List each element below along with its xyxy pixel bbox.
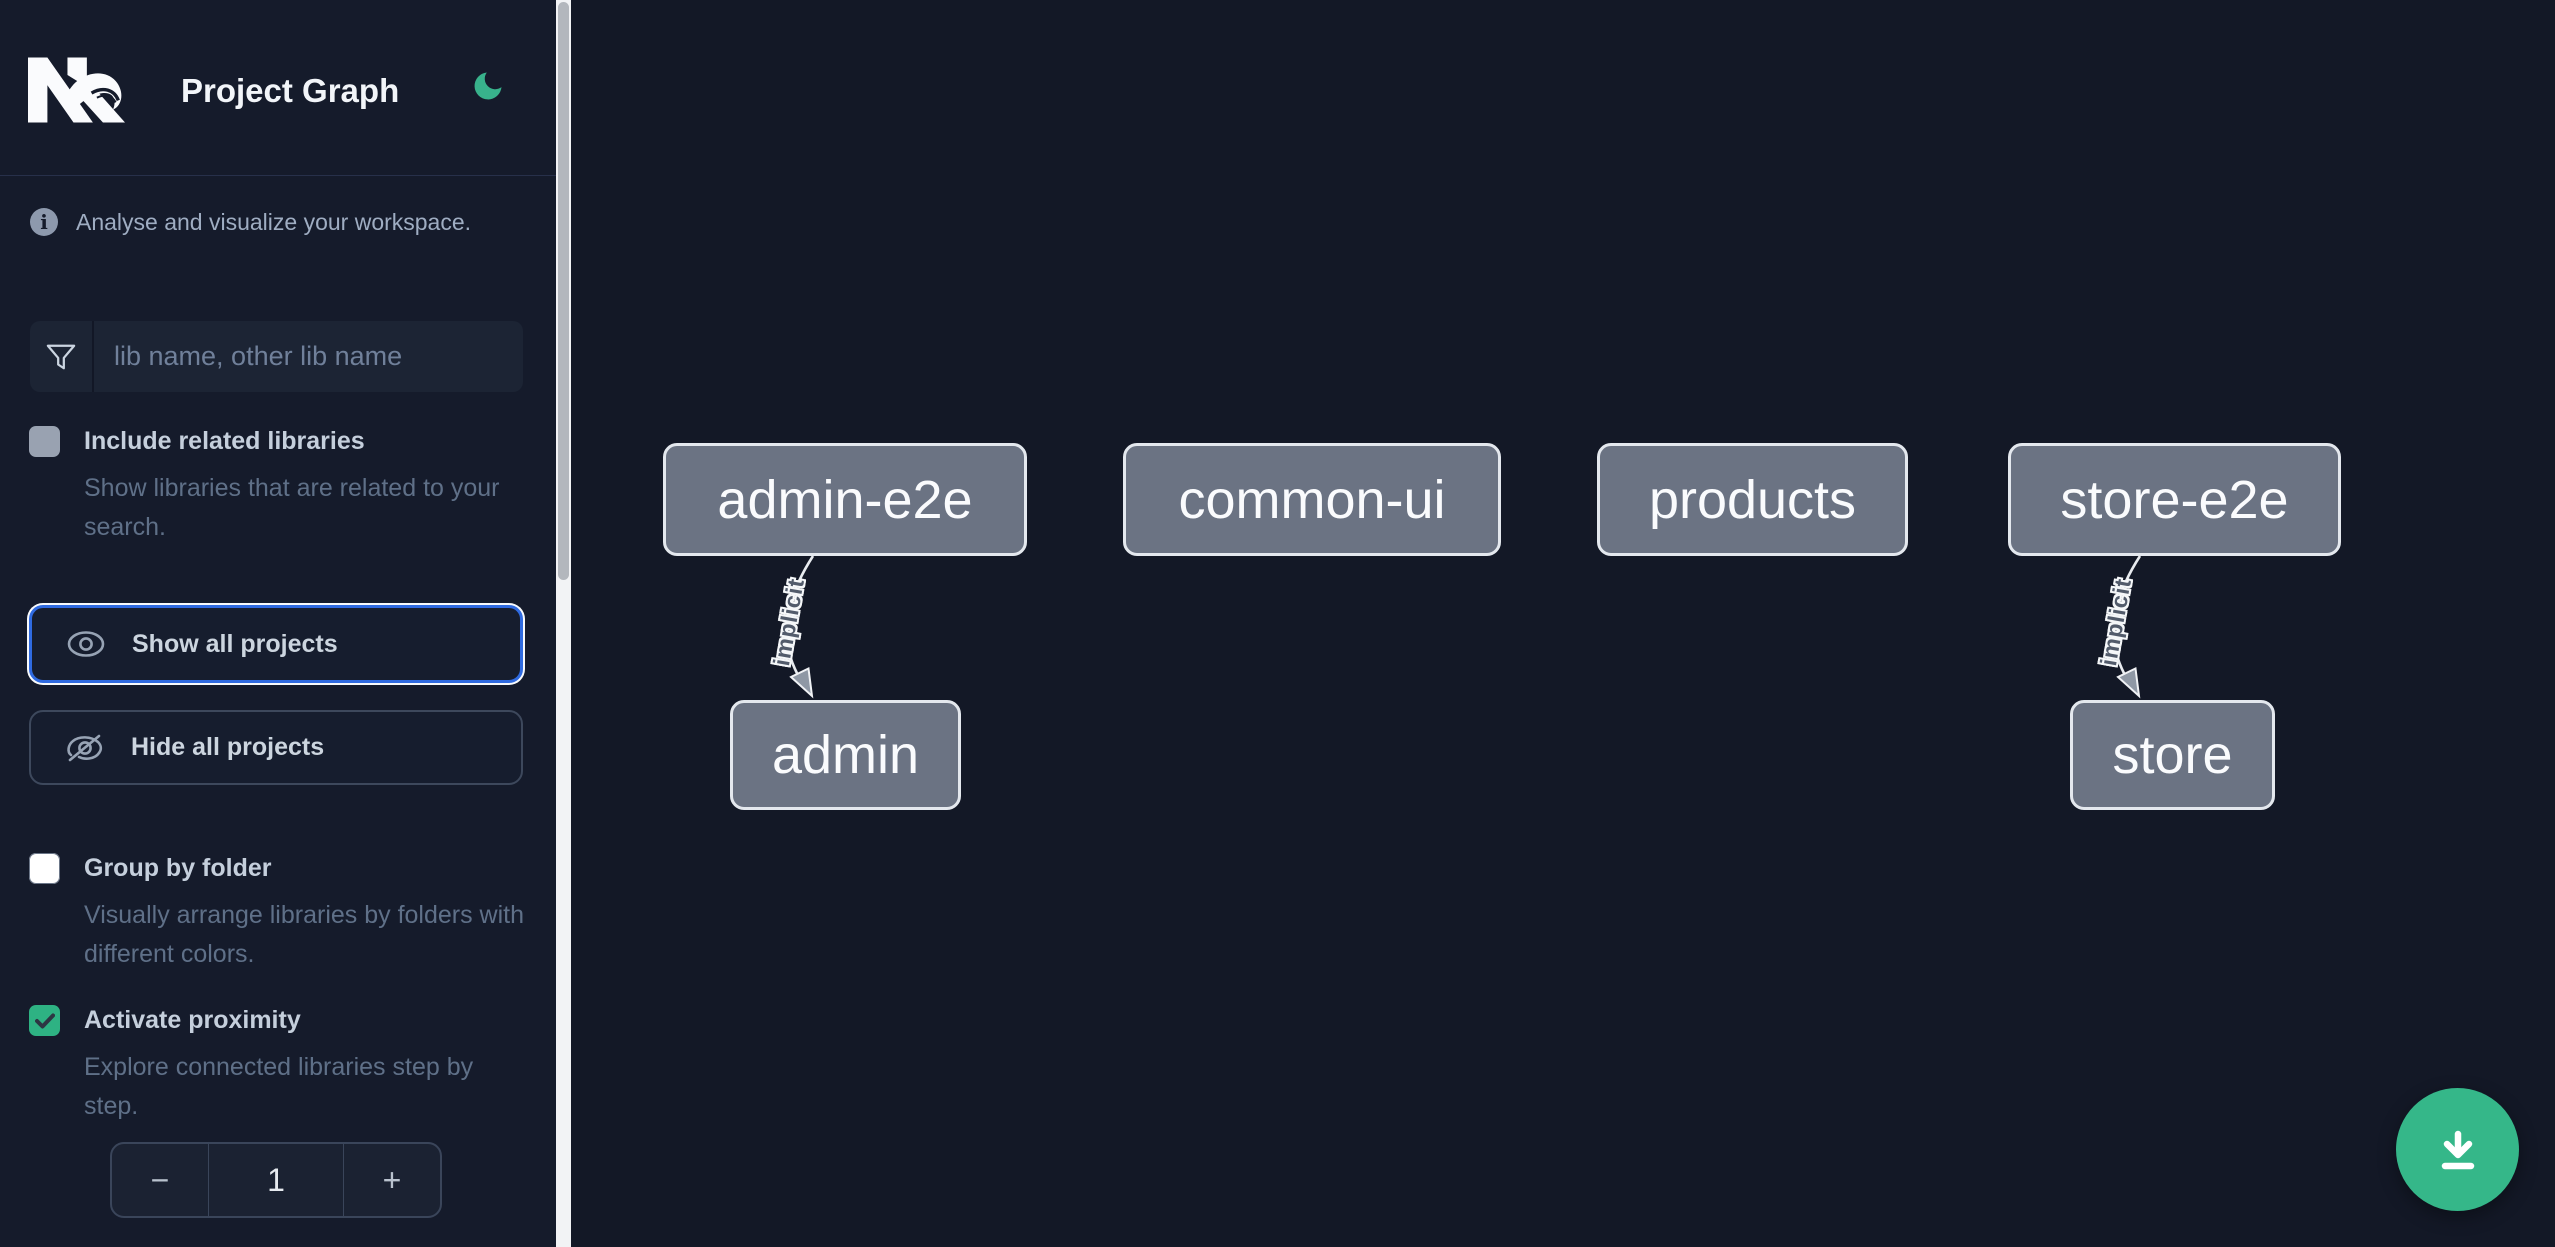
eye-off-icon <box>67 734 103 761</box>
option-description: Show libraries that are related to your … <box>84 474 500 541</box>
include-related-checkbox[interactable] <box>29 426 60 457</box>
graph-node[interactable]: common-ui <box>1123 443 1501 556</box>
show-all-projects-label: Show all projects <box>132 629 338 658</box>
search-bar <box>30 321 523 392</box>
graph-edges <box>785 555 2142 699</box>
graph-node[interactable]: store-e2e <box>2008 443 2341 556</box>
eye-icon <box>67 631 105 657</box>
filter-funnel-icon <box>30 321 94 392</box>
option-description: Explore connected libraries step by step… <box>84 1053 474 1120</box>
search-input[interactable] <box>94 321 523 392</box>
graph-canvas[interactable]: admin-e2e common-ui products store-e2e a… <box>571 0 2555 1247</box>
download-image-button[interactable] <box>2396 1088 2519 1211</box>
info-icon: i <box>30 208 58 236</box>
moon-icon[interactable] <box>470 68 506 104</box>
sidebar-scrollbar-track[interactable] <box>556 0 571 1247</box>
option-label: Group by folder <box>84 854 272 882</box>
nx-logo <box>28 57 125 123</box>
hide-all-projects-label: Hide all projects <box>131 733 325 761</box>
activate-proximity-checkbox[interactable] <box>29 1005 60 1036</box>
proximity-stepper: − 1 + <box>110 1142 442 1218</box>
increment-button[interactable]: + <box>382 1161 402 1198</box>
group-by-folder-checkbox[interactable] <box>29 853 60 884</box>
graph-node[interactable]: products <box>1597 443 1908 556</box>
option-label: Activate proximity <box>84 1006 301 1034</box>
workspace-info: i Analyse and visualize your workspace. <box>30 208 471 236</box>
hide-all-projects-button[interactable]: Hide all projects <box>29 710 523 785</box>
option-description: Visually arrange libraries by folders wi… <box>84 901 525 968</box>
download-icon <box>2441 1130 2474 1169</box>
edge-arrowhead <box>789 666 814 699</box>
show-all-projects-button[interactable]: Show all projects <box>29 605 523 683</box>
sidebar-scrollbar-thumb[interactable] <box>558 2 569 580</box>
info-text: Analyse and visualize your workspace. <box>76 208 472 235</box>
edge-arrowhead <box>2116 666 2141 699</box>
page-title: Project Graph <box>181 72 400 109</box>
graph-node[interactable]: admin <box>730 700 961 810</box>
stepper-value: 1 <box>208 1144 344 1216</box>
graph-node[interactable]: admin-e2e <box>663 443 1027 556</box>
option-label: Include related libraries <box>84 427 365 455</box>
decrement-button[interactable]: − <box>150 1161 170 1198</box>
option-group-by-folder: Group by folder Visually arrange librari… <box>29 852 529 977</box>
option-activate-proximity: Activate proximity Explore connected lib… <box>29 1004 529 1129</box>
sidebar-header: Project Graph <box>0 0 556 176</box>
sidebar: Project Graph i Analyse and visualize yo… <box>0 0 556 1247</box>
check-icon <box>34 1013 55 1028</box>
graph-node[interactable]: store <box>2070 700 2275 810</box>
option-include-related: Include related libraries Show libraries… <box>29 425 529 550</box>
